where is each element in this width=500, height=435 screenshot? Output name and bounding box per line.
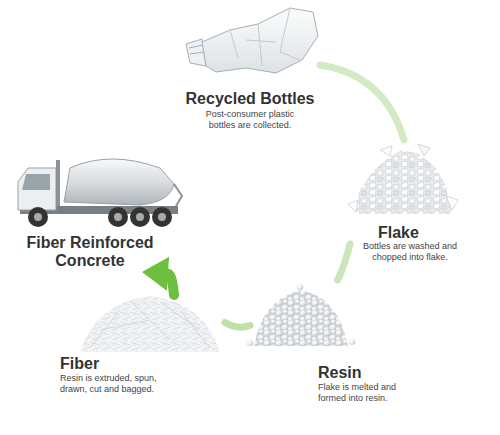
stage-description: Post-consumer plastic bottles are collec… bbox=[195, 109, 305, 132]
wheel-hub bbox=[34, 213, 42, 221]
stage-heading: Recycled Bottles bbox=[180, 90, 320, 108]
truck-chute bbox=[174, 184, 182, 206]
stage-node: Recycled BottlesPost-consumer plastic bo… bbox=[180, 2, 320, 128]
resin-illustration bbox=[247, 284, 356, 346]
pellet bbox=[297, 284, 304, 290]
stage-description: Bottles are washed and chopped into flak… bbox=[355, 241, 465, 264]
fiber-strand bbox=[90, 300, 210, 348]
flake-piece bbox=[418, 144, 430, 156]
bottle-thread bbox=[189, 45, 203, 48]
mixer-drum bbox=[64, 159, 174, 205]
bottle-thread bbox=[190, 52, 204, 54]
process-arrow bbox=[338, 244, 351, 280]
stage-heading: Resin bbox=[318, 364, 418, 382]
arrow-head bbox=[142, 257, 169, 291]
pellet-pile bbox=[254, 290, 348, 346]
process-arrow bbox=[225, 323, 250, 328]
bottle-crease bbox=[230, 8, 300, 66]
bottle-illustration bbox=[186, 8, 318, 73]
flake-piece bbox=[348, 200, 358, 212]
stage-heading: Fiber bbox=[60, 355, 180, 373]
stage-node: ResinFlake is melted and formed into res… bbox=[250, 280, 425, 410]
truck-wheel bbox=[130, 207, 150, 227]
truck-illustration bbox=[18, 159, 182, 227]
arrow-shaft bbox=[225, 323, 250, 328]
wheel-hub bbox=[158, 213, 166, 221]
stage-description: Flake is melted and formed into resin. bbox=[318, 382, 418, 405]
flake-pile bbox=[354, 150, 452, 214]
flake-illustration bbox=[348, 144, 458, 214]
bottle-body bbox=[202, 8, 318, 73]
stage-heading: Fiber Reinforced Concrete bbox=[15, 234, 165, 269]
truck-wheel bbox=[152, 207, 172, 227]
arrow-shaft bbox=[320, 65, 404, 140]
arrow-shaft bbox=[338, 244, 351, 280]
pellet bbox=[247, 340, 254, 346]
stage-description: Resin is extruded, spun, drawn, cut and … bbox=[60, 373, 175, 396]
process-arrow bbox=[142, 257, 174, 295]
fiber-illustration bbox=[80, 296, 220, 352]
truck-stack bbox=[56, 160, 60, 206]
truck-window bbox=[22, 174, 50, 190]
flake-piece bbox=[446, 196, 458, 210]
pellet bbox=[349, 339, 356, 345]
stage-heading: Flake bbox=[378, 224, 478, 242]
stage-node: Fiber Reinforced Concrete bbox=[10, 150, 175, 272]
wheel-hub bbox=[114, 213, 122, 221]
arrow-shaft bbox=[168, 274, 174, 295]
truck-cab bbox=[18, 168, 56, 210]
stage-node: FiberResin is extruded, spun, drawn, cut… bbox=[55, 295, 225, 405]
wheel-hub bbox=[136, 213, 144, 221]
stage-node: FlakeBottles are washed and chopped into… bbox=[350, 140, 485, 270]
truck-wheel bbox=[28, 207, 48, 227]
fiber-pile bbox=[80, 296, 220, 352]
truck-wheel bbox=[108, 207, 128, 227]
process-arrow bbox=[320, 65, 404, 140]
flake-piece bbox=[380, 146, 392, 156]
